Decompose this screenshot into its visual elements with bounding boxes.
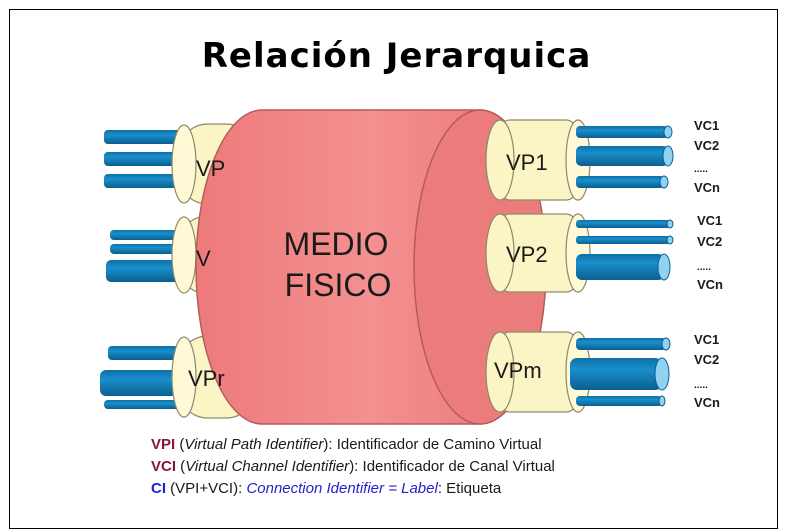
vpm-channel-label-2: VC2 xyxy=(694,352,719,367)
vpi-open-paren: ( xyxy=(175,436,185,453)
vp2-channel-label-2: VC2 xyxy=(697,234,722,249)
ci-formula: (VPI+VCI): xyxy=(166,480,247,497)
ci-abbr: CI xyxy=(151,480,166,497)
vp1-channel-label-n: VCn xyxy=(694,180,720,195)
right-path-label-vp2: VP2 xyxy=(506,242,548,267)
vpi-full-name: Virtual Path Identifier xyxy=(184,436,324,453)
vp1-channel-label-dots: ..... xyxy=(694,164,708,175)
vpm-channel-label-dots: ..... xyxy=(694,380,708,391)
ci-full-name: Connection Identifier = Label xyxy=(246,480,438,497)
left-channels xyxy=(100,130,184,409)
vpi-description: Identificador de Camino Virtual xyxy=(336,436,542,453)
left-path-label-3: VPr xyxy=(188,366,225,391)
right-path-label-vpm: VPm xyxy=(494,358,542,383)
right-path-label-vp1: VP1 xyxy=(506,150,548,175)
ci-description: Etiqueta xyxy=(446,480,502,497)
vpm-channel-label-1: VC1 xyxy=(694,332,719,347)
hierarchy-diagram: MEDIO FISICO VP V VPr VP1 VP2 VPm VC1 VC… xyxy=(100,109,723,425)
vci-abbr: VCI xyxy=(151,458,177,475)
legend: VPI (Virtual Path Identifier): Identific… xyxy=(151,434,555,500)
vpi-close-paren: ): xyxy=(323,436,337,453)
ci-colon: : xyxy=(437,480,447,497)
legend-ci: CI (VPI+VCI): Connection Identifier = La… xyxy=(151,478,555,500)
vp2-channel-label-n: VCn xyxy=(697,277,723,292)
vci-open-paren: ( xyxy=(176,458,186,475)
vci-description: Identificador de Canal Virtual xyxy=(362,458,555,475)
diagram-title: Relación Jerarquica xyxy=(201,36,592,76)
legend-vpi: VPI (Virtual Path Identifier): Identific… xyxy=(151,434,555,456)
vci-full-name: Virtual Channel Identifier xyxy=(185,458,350,475)
legend-vci: VCI (Virtual Channel Identifier): Identi… xyxy=(151,456,555,478)
medium-label-line1: MEDIO xyxy=(284,226,389,262)
vpi-abbr: VPI xyxy=(151,436,176,453)
left-path-label-2: V xyxy=(196,246,211,271)
vpm-channel-label-n: VCn xyxy=(694,395,720,410)
vci-close-paren: ): xyxy=(349,458,363,475)
vp2-channel-label-1: VC1 xyxy=(697,213,722,228)
vp1-channel-label-2: VC2 xyxy=(694,138,719,153)
medium-label-line2: FISICO xyxy=(285,267,392,303)
vp1-channel-label-1: VC1 xyxy=(694,118,719,133)
vp2-channel-label-dots: ..... xyxy=(697,262,711,273)
left-path-label-1: VP xyxy=(196,156,225,181)
right-channels xyxy=(570,125,674,407)
